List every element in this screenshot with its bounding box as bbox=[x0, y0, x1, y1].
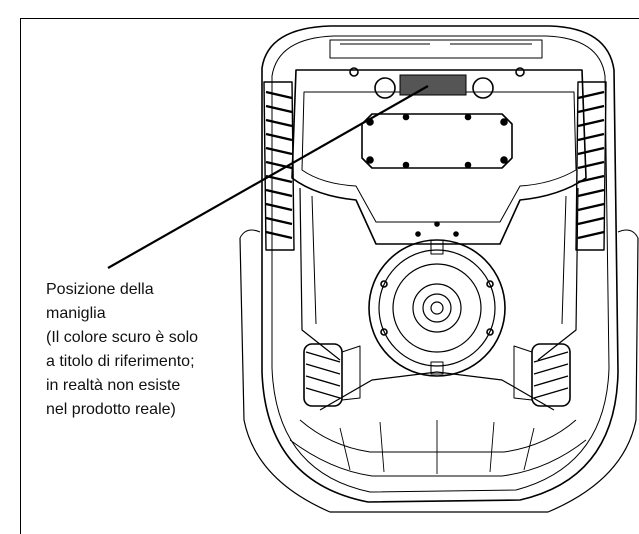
callout-line: Posizione della bbox=[46, 281, 154, 298]
right-wheel-tread bbox=[575, 81, 607, 251]
handle-highlight bbox=[399, 74, 467, 96]
mower-outer-shell bbox=[261, 25, 619, 503]
right-caster-wheel bbox=[513, 343, 571, 407]
callout-leader-line bbox=[107, 85, 429, 269]
callout-line: nel prodotto reale) bbox=[46, 401, 176, 418]
battery-cover-plate bbox=[361, 113, 513, 169]
mower-inner-shell bbox=[271, 35, 610, 493]
frame-top-border bbox=[20, 18, 639, 19]
frame-left-border bbox=[20, 18, 21, 534]
callout-line: in realtà non esiste bbox=[46, 377, 181, 394]
callout-caption: Posizione della maniglia (Il colore scur… bbox=[46, 278, 266, 422]
callout-line: a titolo di riferimento; bbox=[46, 353, 195, 370]
left-caster-wheel bbox=[303, 343, 361, 407]
callout-line: (Il colore scuro è solo bbox=[46, 329, 199, 346]
callout-line: maniglia bbox=[46, 305, 106, 322]
cutting-disc bbox=[368, 239, 506, 377]
left-wheel-tread bbox=[263, 81, 295, 251]
chassis-frame bbox=[291, 69, 587, 245]
